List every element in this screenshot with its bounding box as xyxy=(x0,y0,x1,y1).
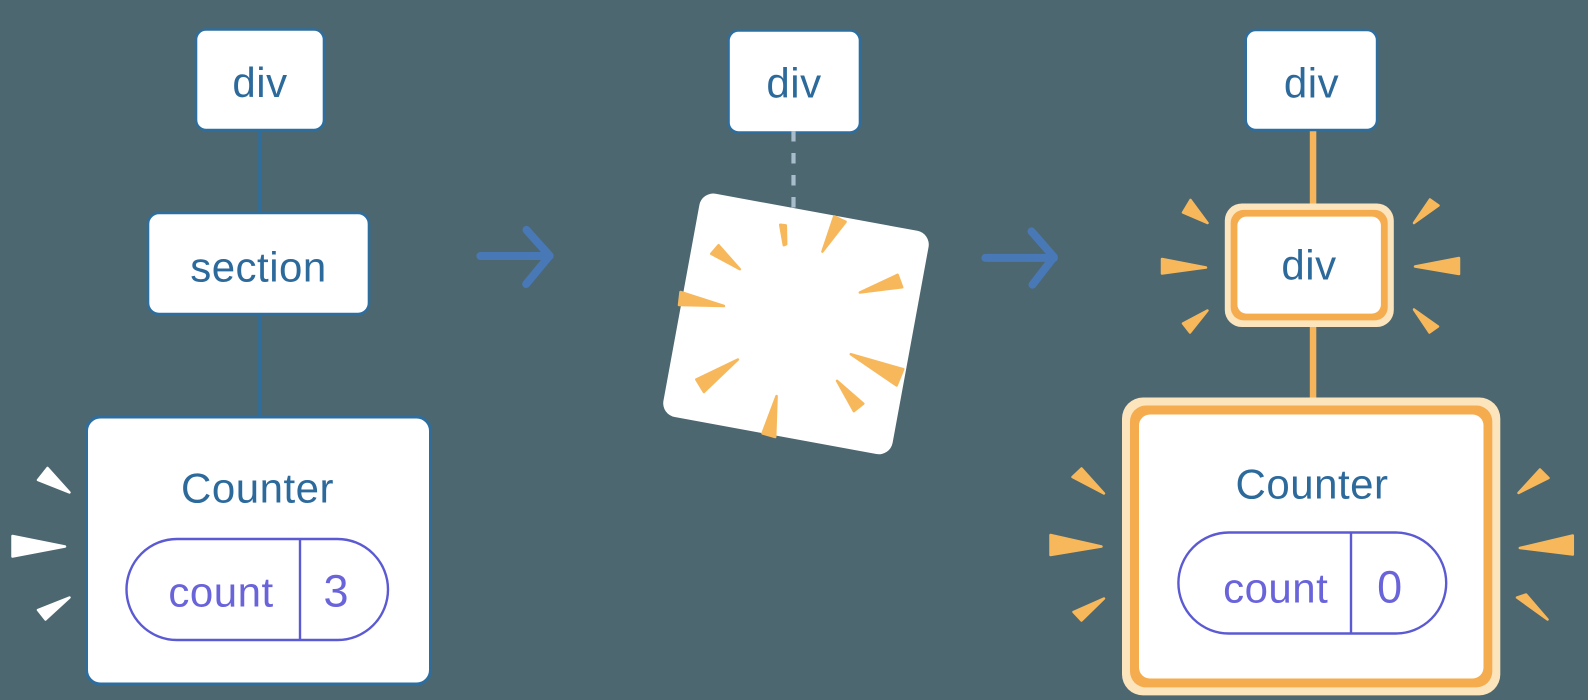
svg-text:count: count xyxy=(1223,565,1328,612)
svg-text:div: div xyxy=(1281,242,1336,289)
svg-text:3: 3 xyxy=(323,566,348,617)
svg-text:count: count xyxy=(168,569,273,616)
svg-text:section: section xyxy=(190,243,327,290)
svg-text:div: div xyxy=(232,59,287,106)
svg-text:Counter: Counter xyxy=(181,464,334,511)
svg-text:0: 0 xyxy=(1377,562,1402,613)
svg-text:div: div xyxy=(766,60,821,107)
svg-text:div: div xyxy=(1284,60,1339,107)
svg-text:Counter: Counter xyxy=(1236,461,1389,508)
